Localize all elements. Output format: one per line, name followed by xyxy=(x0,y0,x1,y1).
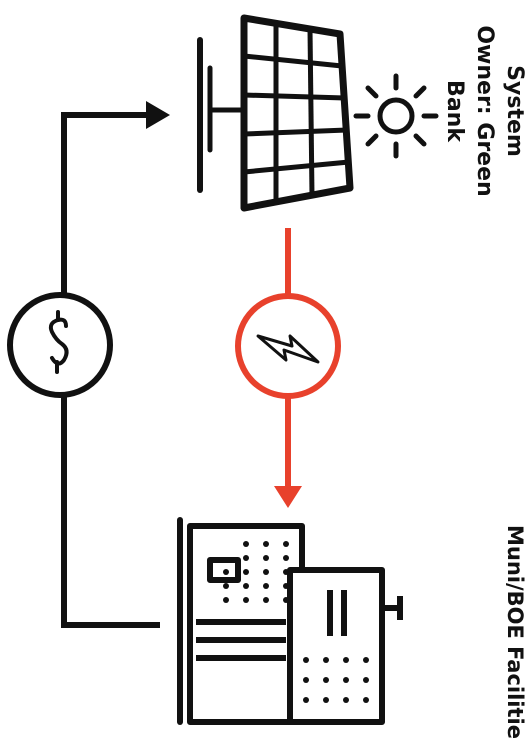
system-owner-line3: Bank xyxy=(442,80,467,143)
energy-flow xyxy=(274,228,302,508)
building-windows xyxy=(223,541,369,703)
energy-arrowhead xyxy=(274,486,302,508)
solar-panel-icon xyxy=(197,14,354,212)
buildings-icon xyxy=(177,517,403,725)
system-owner-line2: Owner: Green xyxy=(472,25,497,196)
dollar-icon xyxy=(7,292,113,398)
sun-icon xyxy=(353,73,439,159)
system-owner-line1: System xyxy=(502,65,527,157)
facilities-label: Muni/BOE Facilities xyxy=(503,525,527,738)
payment-arrowhead xyxy=(146,101,170,129)
lightning-bolt-icon xyxy=(235,293,341,399)
system-owner-label: System Owner: Green Bank xyxy=(442,25,527,196)
